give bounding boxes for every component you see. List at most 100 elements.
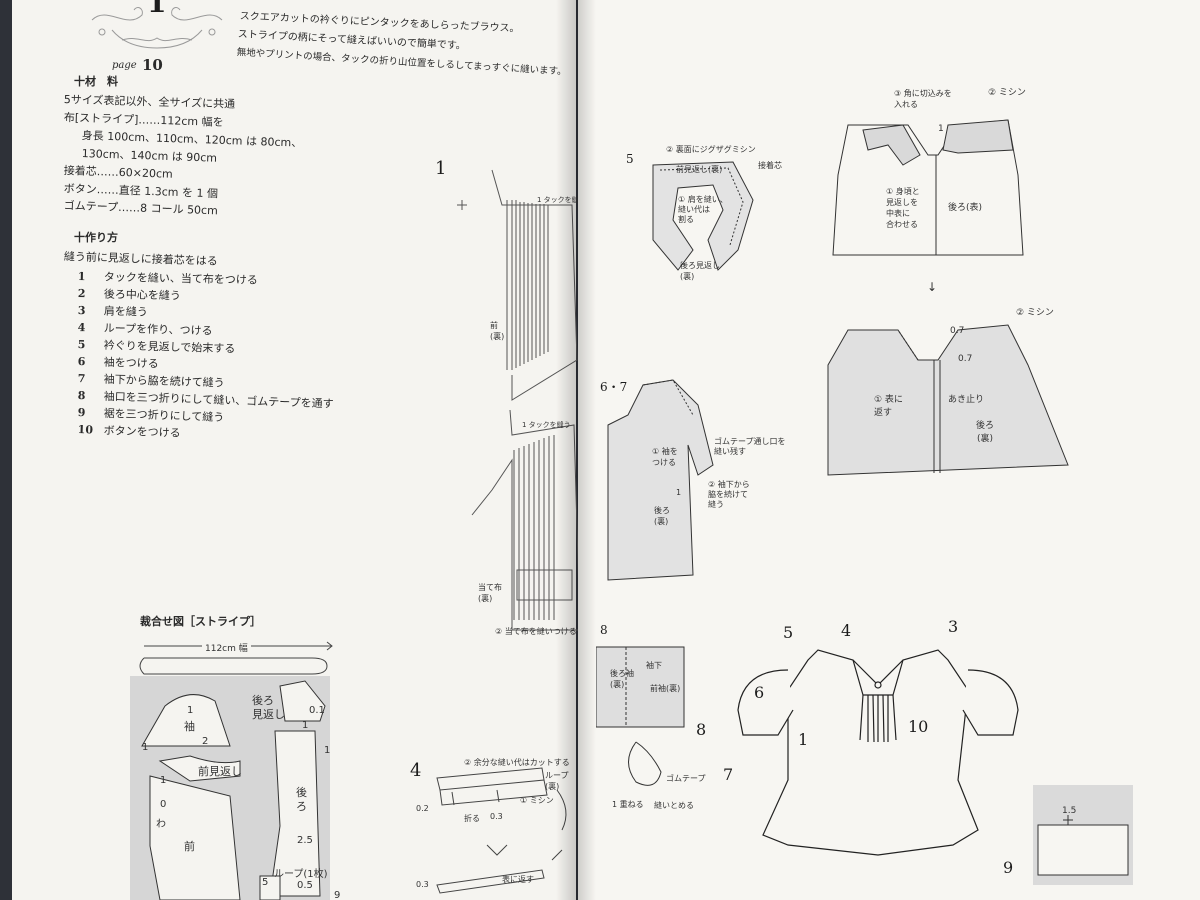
- method-step: 6 袖をつける: [77, 353, 159, 371]
- page-number: 10: [142, 56, 163, 74]
- diagram-5c-drawing: [827, 324, 1069, 476]
- step-number: 3: [77, 303, 86, 318]
- cutting-value: 0.1: [309, 705, 325, 716]
- cutting-width-label: 112cm 幅: [202, 641, 251, 654]
- d4-cut: ② 余分な縫い代はカットする: [464, 758, 570, 767]
- cut-front: 前: [184, 840, 195, 853]
- step-number: 6: [77, 354, 86, 369]
- d67-sleeve: ① 袖を つける: [652, 447, 678, 467]
- diagram-1-drawing: [457, 169, 581, 631]
- blouse-illustration: [737, 649, 1019, 856]
- cutting-value: 1: [187, 705, 194, 716]
- d1-front-label: 前 (裏): [490, 321, 505, 341]
- cutting-value: 0.5: [297, 880, 313, 891]
- d4-v03a: 0.3: [490, 812, 503, 821]
- diagram-8-drawing: [596, 646, 685, 786]
- page-label: page: [112, 61, 137, 71]
- diagram-5-number: 5: [626, 152, 634, 166]
- left-page: 1 page 10 スクエアカットの衿ぐりにピンタックをあしらったブラウス。 ス…: [12, 0, 586, 900]
- cutting-value: 9: [334, 890, 341, 900]
- diagram-5b-drawing: [832, 119, 1024, 256]
- diagram-67-number: 6・7: [600, 380, 628, 394]
- step-text: 袖下から脇を続けて縫う: [103, 372, 225, 390]
- diagram-4-number: 4: [410, 760, 422, 781]
- step-text: 衿ぐりを見返しで始末する: [103, 338, 236, 356]
- materials-line-7: ゴムテープ……8 コール 50cm: [63, 199, 219, 218]
- d1-tuck-mid: 1 タックを縫う: [522, 421, 571, 429]
- d67-back: 後ろ (裏): [654, 506, 670, 526]
- d67-one: 1: [676, 488, 682, 497]
- cutting-value: 1: [324, 745, 331, 756]
- d9-v15: 1.5: [1062, 806, 1077, 816]
- step-number: 7: [77, 371, 86, 386]
- step-number: 8: [77, 388, 86, 403]
- intro-line-3: 無地やプリントの場合、タックの折り山位置をしるしてまっすぐに縫います。: [236, 47, 567, 78]
- d5a-zigzag: ② 裏面にジグザグミシン: [666, 145, 756, 154]
- materials-line-4: 130cm、140cm は 90cm: [81, 147, 218, 165]
- cut-sleeve: 袖: [184, 720, 195, 733]
- diagram-67-drawing: [607, 379, 714, 581]
- d5a-front-facing: 前見返し(裏): [676, 165, 723, 174]
- cut-back: 後 ろ: [296, 786, 307, 813]
- d5a-interfacing: 接着芯: [758, 161, 782, 170]
- cutting-value: 1: [160, 775, 167, 786]
- materials-line-5: 接着芯……60×20cm: [63, 164, 173, 181]
- d4-loop: ループ (裏): [545, 771, 569, 791]
- blouse-callout-10: 10: [908, 717, 929, 736]
- d1-attach-label: ② 当て布を縫いつける: [495, 627, 577, 636]
- method-step: 7 袖下から脇を続けて縫う: [77, 370, 225, 390]
- d4-fold: 折る: [464, 814, 480, 823]
- d5c-turn: ① 表に 返す: [874, 395, 903, 418]
- d8-under: 袖下: [646, 661, 662, 670]
- diagram-8-number: 8: [600, 623, 608, 637]
- d5b-back: 後ろ(表): [948, 203, 983, 213]
- cutting-value: 1: [302, 720, 309, 731]
- cutting-value: 2.5: [297, 835, 313, 846]
- d1-tuck-top: 1 タックを縫う: [537, 196, 586, 204]
- blouse-callout-4: 4: [841, 621, 852, 640]
- step-text: 裾を三つ折りにして縫う: [103, 406, 225, 425]
- step-text: 袖をつける: [103, 355, 159, 371]
- d4-v02: 0.2: [416, 804, 429, 813]
- step-number: 2: [77, 286, 86, 301]
- diagram-4-drawing: [436, 767, 567, 894]
- d8-stitch: 縫いとめる: [654, 801, 694, 810]
- right-page: 5 ② 裏面にジグザグミシン 前見返し(裏) 接着芯 ① 肩を縫い、 縫い代は …: [578, 0, 1200, 900]
- cut-fold: わ: [156, 819, 166, 830]
- diagram-5a-facing: [652, 161, 754, 271]
- materials-line-3: 身長 100cm、110cm、120cm は 80cm、: [81, 129, 303, 150]
- cut-front-facing: 前見返し: [198, 765, 242, 778]
- step-number: 1: [77, 269, 86, 284]
- d8-front: 前袖(裏): [650, 684, 681, 693]
- cutting-value: 0: [160, 799, 167, 810]
- d5b-arrow: ↓: [927, 280, 938, 294]
- blouse-callout-7: 7: [723, 765, 734, 784]
- d4-machine: ① ミシン: [520, 796, 554, 805]
- d5b-machine: ② ミシン: [988, 88, 1026, 98]
- method-heading: 十作り方: [74, 231, 118, 244]
- blouse-callout-5: 5: [783, 623, 794, 642]
- cut-loop: ループ(1枚): [274, 869, 328, 880]
- materials-line-1: 5サイズ表記以外、全サイズに共通: [63, 93, 236, 111]
- cut-back-facing: 後ろ 見返し: [252, 694, 285, 721]
- d1-patch-label: 当て布 (裏): [478, 583, 502, 603]
- d67-side: ② 袖下から 脇を続けて 縫う: [708, 480, 750, 509]
- step-text: ループを作り、つける: [103, 321, 213, 338]
- cutting-value: 1: [142, 742, 149, 753]
- d4-flip: 表に返す: [502, 875, 534, 884]
- d67-leave: ゴムテープ通し口を 縫い残す: [714, 437, 786, 456]
- page-word: page: [112, 60, 137, 71]
- d5a-shoulder: ① 肩を縫い、 縫い代は 割る: [678, 195, 728, 224]
- cutting-layout: [130, 676, 330, 900]
- d5c-v07b: 0.7: [958, 354, 973, 364]
- d5c-back: 後ろ (裏): [976, 421, 995, 444]
- step-number: 9: [77, 405, 86, 420]
- chapter-digit: 1: [147, 0, 167, 19]
- step-text: ボタンをつける: [103, 423, 181, 440]
- blouse-callout-8: 8: [696, 720, 707, 739]
- materials-line-2: 布[ストライプ]……112cm 幅を: [63, 111, 224, 130]
